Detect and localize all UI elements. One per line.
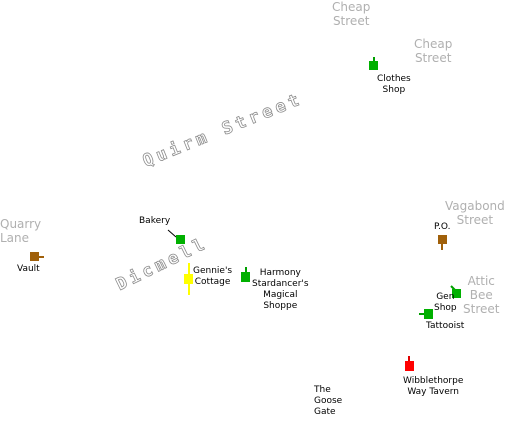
label-line: Cottage bbox=[194, 277, 231, 287]
label-line: Shoppe bbox=[263, 301, 298, 311]
label-line: Gennie's bbox=[193, 266, 233, 276]
street-label-line: Lane bbox=[0, 231, 30, 245]
gennies-cottage-marker-icon[interactable] bbox=[184, 263, 193, 295]
label-line: Stardancer's bbox=[252, 279, 309, 289]
label-line: Gen bbox=[436, 292, 455, 302]
street-label-line: Street bbox=[332, 14, 370, 28]
label-line: Magical bbox=[263, 290, 298, 300]
label-line: Tattooist bbox=[426, 321, 465, 331]
label-line: Wibblethorpe bbox=[403, 376, 464, 386]
street-label-line: Quarry bbox=[0, 217, 42, 231]
label-clothes-shop: Clothes Shop bbox=[377, 74, 411, 96]
street-label-cheap-street-top: Cheap Street bbox=[332, 0, 370, 28]
street-label-cheap-street-right: Cheap Street bbox=[414, 37, 452, 65]
label-line: Goose bbox=[314, 396, 343, 406]
label-line: Bakery bbox=[139, 216, 171, 226]
label-line: Shop bbox=[382, 85, 406, 95]
label-gennies-cottage: Gennie's Cottage bbox=[193, 266, 232, 288]
label-line: Gate bbox=[314, 407, 336, 417]
street-label-line: Street bbox=[456, 213, 494, 227]
street-label-line: Street bbox=[463, 302, 500, 316]
label-line: The bbox=[314, 385, 331, 395]
label-line: Clothes bbox=[377, 74, 411, 84]
street-label-line: Bee bbox=[469, 288, 493, 302]
label-line: Vault bbox=[17, 264, 40, 274]
label-harmony-shoppe: Harmony Stardancer's Magical Shoppe bbox=[252, 268, 309, 312]
label-bakery: Bakery bbox=[139, 216, 170, 227]
label-gen-shop: Gen Shop bbox=[434, 292, 457, 314]
label-post-office: P.O. bbox=[434, 222, 450, 233]
label-tattooist: Tattooist bbox=[426, 321, 464, 332]
street-label-line: Cheap bbox=[332, 0, 371, 14]
label-line: Harmony bbox=[259, 268, 301, 278]
vault-marker-icon[interactable] bbox=[30, 252, 44, 261]
label-goose-gate: The Goose Gate bbox=[314, 385, 342, 418]
tattooist-marker-icon[interactable] bbox=[419, 309, 433, 319]
gen-shop-marker-icon[interactable] bbox=[450, 285, 461, 298]
clothes-shop-marker-icon[interactable] bbox=[369, 57, 378, 70]
street-label-line: Vagabond bbox=[445, 199, 505, 213]
post-office-marker-icon[interactable] bbox=[438, 235, 447, 250]
label-line: Way Tavern bbox=[407, 387, 460, 397]
tavern-marker-icon[interactable] bbox=[405, 356, 414, 371]
harmony-shoppe-marker-icon[interactable] bbox=[241, 267, 250, 282]
label-line: Shop bbox=[434, 303, 457, 313]
label-line: P.O. bbox=[434, 222, 451, 232]
label-vault: Vault bbox=[17, 264, 40, 275]
street-label-line: Street bbox=[414, 51, 452, 65]
street-label-quarry-lane: Quarry Lane bbox=[0, 217, 41, 245]
street-label-vagabond-street: Vagabond Street bbox=[445, 199, 505, 227]
street-label-line: Attic bbox=[467, 274, 495, 288]
label-wibblethorpe-tavern: Wibblethorpe Way Tavern bbox=[403, 376, 463, 398]
bakery-marker-icon[interactable] bbox=[167, 229, 185, 244]
street-label-line: Cheap bbox=[414, 37, 453, 51]
street-label-attic-bee-street: Attic Bee Street bbox=[463, 274, 499, 316]
